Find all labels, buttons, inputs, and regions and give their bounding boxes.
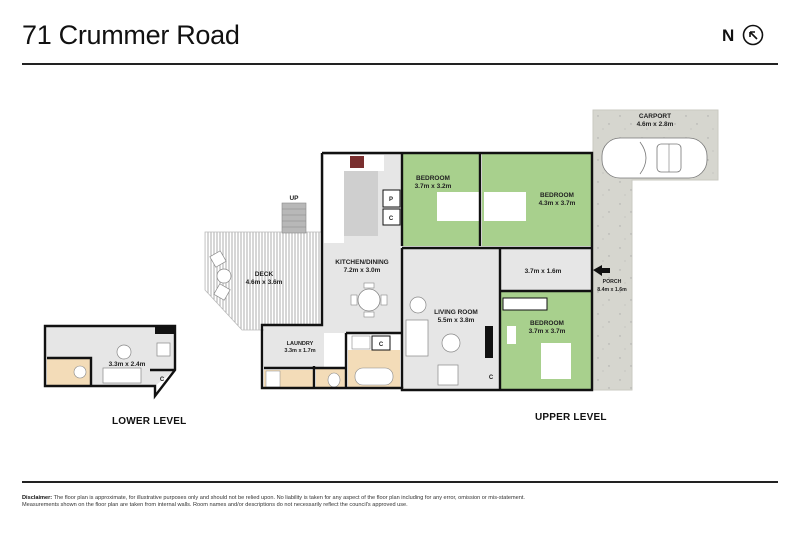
vanity: [351, 335, 371, 350]
cupboard-label-lower: C: [160, 377, 165, 383]
laundry-name: LAUNDRY: [287, 341, 314, 347]
bedroom1-size: 3.7m x 3.2m: [415, 183, 452, 190]
fireplace: [485, 326, 493, 358]
hall-size: 3.7m x 1.6m: [525, 268, 562, 275]
entry-arrow-icon: [593, 265, 610, 276]
carport-size: 4.6m x 2.8m: [637, 121, 674, 128]
deck-area: UP DECK 4.6m x 3.6m: [204, 195, 323, 331]
upper-level-plan: P C KITCHEN/DINING 7.2m x 3.0m BEDROOM 3…: [260, 151, 594, 392]
disclaimer-text: The floor plan is approximate, for illus…: [22, 495, 525, 509]
porch-size: 8.4m x 1.6m: [597, 287, 627, 293]
cooktop-icon: [350, 156, 364, 168]
stairs-up-label: UP: [289, 195, 299, 202]
bathtub: [354, 367, 394, 386]
bed: [541, 343, 571, 379]
shower: [265, 370, 281, 388]
laundry-size: 3.3m x 1.7m: [284, 348, 315, 354]
carport-area: CARPORT 4.6m x 2.8m PORCH 8.4m x 1.6m: [592, 109, 719, 391]
deck-size: 4.6m x 3.6m: [246, 279, 283, 286]
kitchen-size: 7.2m x 3.0m: [344, 267, 381, 274]
disclaimer-label: Disclaimer:: [22, 495, 53, 501]
lower-level-label: LOWER LEVEL: [112, 416, 187, 427]
carport-name: CARPORT: [639, 113, 671, 120]
bedroom2-name: BEDROOM: [540, 192, 574, 199]
walls: [260, 151, 594, 392]
lower-level-plan: 3.3m x 2.4m C: [43, 324, 177, 400]
stairs: [281, 202, 307, 234]
car-icon: [601, 137, 708, 179]
footer-divider: [22, 481, 778, 483]
page-title: 71 Crummer Road: [22, 20, 240, 50]
cupboard-label-kitchen: C: [389, 216, 394, 222]
disclaimer: Disclaimer: The floor plan is approximat…: [22, 495, 542, 510]
north-arrow-icon: [742, 24, 764, 46]
porch-name: PORCH: [603, 279, 622, 285]
toilet: [327, 372, 341, 388]
header-divider: [22, 63, 778, 65]
north-label: N: [722, 26, 735, 45]
deck-name: DECK: [255, 271, 274, 278]
bedroom3-size: 3.7m x 3.7m: [529, 328, 566, 335]
cupboard-label-living: C: [489, 375, 494, 381]
dining-table: [357, 288, 381, 312]
bedroom3-name: BEDROOM: [530, 320, 564, 327]
cupboard-label-bath: C: [379, 342, 384, 348]
lower-room-size: 3.3m x 2.4m: [109, 361, 146, 368]
living-name: LIVING ROOM: [434, 309, 478, 316]
pantry-label: P: [389, 197, 393, 203]
sofa: [405, 319, 429, 357]
bedroom2-size: 4.3m x 3.7m: [539, 200, 576, 207]
bedroom1-name: BEDROOM: [416, 175, 450, 182]
kitchen-name: KITCHEN/DINING: [335, 259, 388, 266]
living-size: 5.5m x 3.8m: [438, 317, 475, 324]
upper-level-label: UPPER LEVEL: [535, 412, 607, 423]
